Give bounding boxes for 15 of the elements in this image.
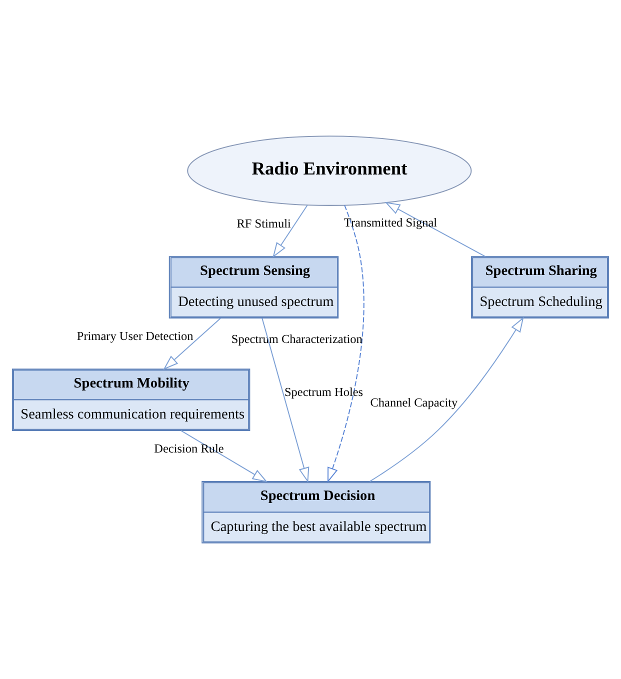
arrow: [327, 205, 364, 483]
arrow: [262, 318, 310, 483]
arrow: [370, 316, 524, 482]
node-ellipse: Radio Environment: [187, 136, 472, 206]
arrow: [384, 202, 486, 258]
edge-label: Channel Capacity: [370, 395, 458, 410]
edge-label: Decision Rule: [154, 442, 224, 456]
arrow: [180, 430, 268, 482]
edge-label: Spectrum Characterization: [231, 332, 362, 346]
edge-label: Transmitted Signal: [344, 215, 438, 230]
arrow: [272, 204, 308, 258]
edge-label: RF Stimuli: [236, 216, 291, 230]
edge-label: Spectrum Holes: [284, 385, 364, 400]
edge-label: Primary User Detection: [76, 329, 194, 344]
arrow: [163, 318, 221, 370]
